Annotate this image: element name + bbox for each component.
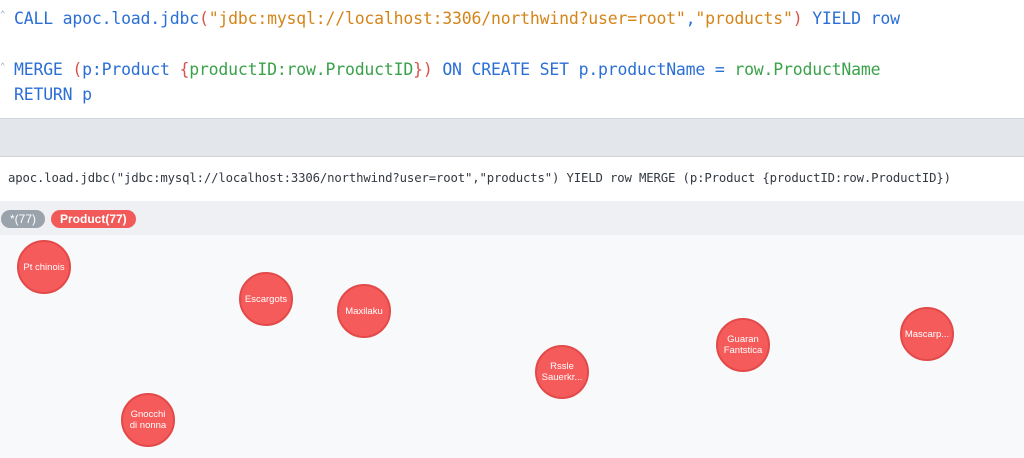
result-frame-header[interactable]: apoc.load.jdbc("jdbc:mysql://localhost:3…: [0, 156, 1024, 202]
string-arg-table: "products": [695, 9, 793, 28]
assign-target: p.productName: [578, 60, 706, 79]
frame-separator: [0, 118, 1024, 157]
brace-open: {: [179, 60, 190, 79]
function-name: apoc.load.jdbc: [62, 9, 199, 28]
equals-operator: =: [714, 60, 725, 79]
paren-close: ): [792, 9, 803, 28]
node-caption: Gnocchi di nonna: [129, 409, 167, 431]
brace-close: }: [413, 60, 423, 79]
node-caption: Maxilaku: [345, 305, 383, 317]
graph-node[interactable]: Pt chinois: [17, 240, 71, 294]
keyword-on-create-set: ON CREATE SET: [442, 60, 569, 79]
return-variable: p: [82, 85, 92, 104]
keyword-merge: MERGE: [14, 60, 63, 79]
result-query-text[interactable]: apoc.load.jdbc("jdbc:mysql://localhost:3…: [8, 171, 951, 185]
graph-node[interactable]: Mascarp...: [900, 307, 954, 361]
graph-node[interactable]: Escargots: [239, 272, 293, 326]
node-caption: Guaran Fantstica: [723, 334, 763, 356]
graph-node[interactable]: Guaran Fantstica: [716, 318, 770, 372]
label-legend-bar: *(77) Product(77): [0, 201, 1024, 235]
graph-node[interactable]: Gnocchi di nonna: [121, 393, 175, 447]
assign-value: row.ProductName: [734, 60, 881, 79]
node-caption: Escargots: [244, 293, 288, 305]
node-caption: Pt chinois: [23, 261, 65, 273]
keyword-return: RETURN: [14, 85, 73, 104]
node-caption: Mascarp...: [904, 328, 950, 340]
keyword-yield: YIELD row: [812, 9, 900, 28]
keyword-call: CALL: [14, 9, 53, 28]
comma: ,: [685, 9, 696, 28]
code-line-2[interactable]: MERGE (p:Product {productID:row.ProductI…: [14, 60, 881, 79]
code-line-1[interactable]: CALL apoc.load.jdbc("jdbc:mysql://localh…: [14, 9, 900, 28]
graph-node[interactable]: Rssle Sauerkr...: [535, 345, 589, 399]
label-pill-all[interactable]: *(77): [1, 210, 46, 228]
graph-canvas[interactable]: Pt chinois Escargots Maxilaku Rssle Saue…: [0, 235, 1024, 458]
paren-open: (: [72, 60, 83, 79]
property-map: productID:row.ProductID: [189, 60, 414, 79]
paren-close: ): [422, 60, 433, 79]
paren-open: (: [198, 9, 209, 28]
query-editor[interactable]: ⌃ ⌃ CALL apoc.load.jdbc("jdbc:mysql://lo…: [0, 0, 1024, 118]
node-pattern: p:Product: [82, 60, 170, 79]
code-line-3[interactable]: RETURN p: [14, 85, 92, 104]
graph-node[interactable]: Maxilaku: [337, 284, 391, 338]
string-arg-jdbc: "jdbc:mysql://localhost:3306/northwind?u…: [208, 9, 686, 28]
gutter-marker: ⌃: [0, 62, 6, 72]
label-pill-product[interactable]: Product(77): [51, 210, 136, 228]
node-caption: Rssle Sauerkr...: [541, 361, 583, 383]
gutter-marker: ⌃: [0, 10, 6, 20]
